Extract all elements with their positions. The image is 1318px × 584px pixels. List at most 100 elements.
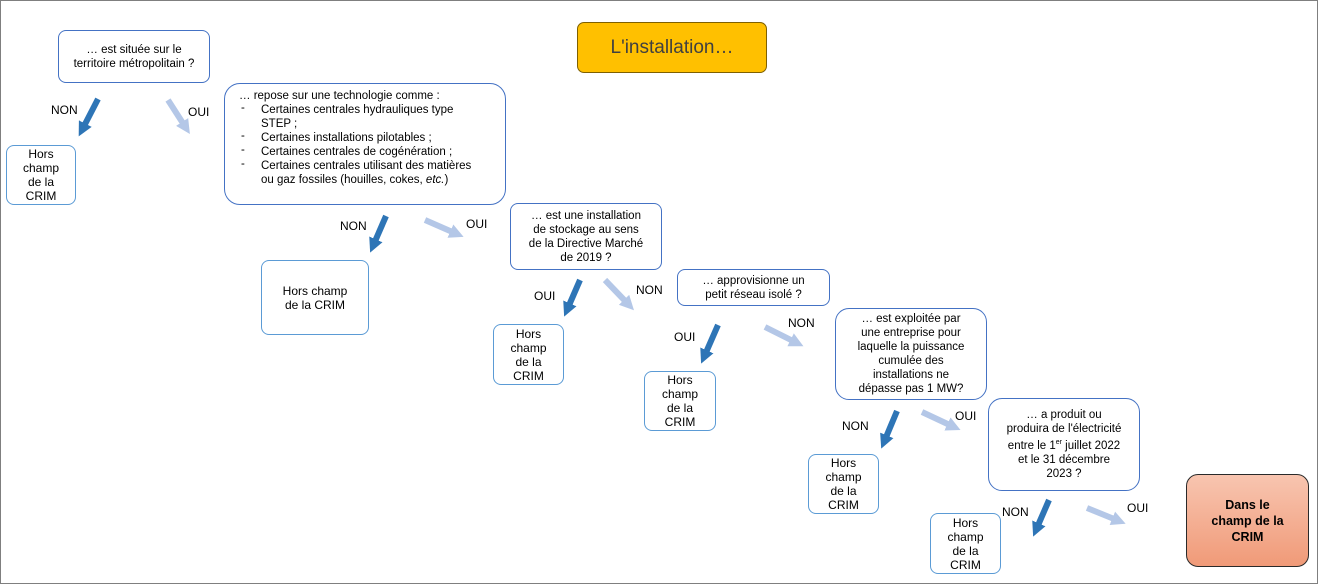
outcome-line: champ: [825, 470, 862, 484]
question-isolated-grid-line: petit réseau isolé ?: [705, 288, 802, 301]
label-oui: OUI: [466, 217, 488, 231]
arrow-q6-non: [1032, 498, 1052, 537]
technology-item-italic: etc.: [425, 174, 445, 186]
outcome-line: de la: [830, 484, 857, 498]
label-non: NON: [51, 103, 78, 117]
outcome-out-of-scope: Hors champ de la CRIM: [261, 260, 369, 335]
technology-item-text: ): [444, 174, 449, 186]
question-production-sup: er: [1055, 439, 1062, 447]
outcome-line: Hors champ: [282, 283, 348, 298]
outcome-out-of-scope: Hors champ de la CRIM: [6, 145, 76, 205]
technology-item: Certaines centrales hydrauliques type ST…: [239, 101, 495, 131]
outcome-line: CRIM: [664, 415, 696, 429]
question-production-period: … a produit ou produira de l'électricité…: [988, 398, 1140, 491]
question-metropolitan-line: territoire métropolitain ?: [73, 57, 195, 70]
question-production-text: entre le 1: [1007, 439, 1056, 452]
label-oui: OUI: [534, 289, 556, 303]
question-production-line: entre le 1er juillet 2022: [1007, 436, 1122, 453]
question-isolated-grid-line: … approvisionne un: [702, 274, 805, 287]
final-line: champ de la: [1211, 513, 1284, 528]
final-line: CRIM: [1231, 529, 1264, 544]
technology-item: Certaines centrales utilisant des matièr…: [239, 157, 495, 187]
technology-item-text: ou gaz fossiles (houilles, cokes,: [261, 174, 426, 186]
arrow-q4-non: [763, 324, 804, 347]
technology-list: Certaines centrales hydrauliques type ST…: [239, 101, 495, 187]
outcome-line: Hors: [515, 326, 542, 341]
outcome-line: champ: [22, 161, 60, 175]
label-oui: OUI: [674, 330, 696, 344]
outcome-line: Hors: [667, 373, 693, 387]
label-oui: OUI: [955, 409, 977, 423]
outcome-line: champ: [947, 529, 984, 544]
question-production-line: … a produit ou: [1026, 409, 1102, 422]
diagram-title: L'installation…: [577, 22, 767, 73]
outcome-line: champ: [661, 387, 699, 401]
question-metropolitan-line: … est située sur le: [86, 43, 182, 56]
arrow-q6-oui: [1085, 505, 1126, 525]
label-oui: OUI: [188, 105, 210, 119]
question-technology-intro: … repose sur une technologie comme :: [239, 90, 440, 102]
question-storage: … est une installation de stockage au se…: [510, 203, 662, 270]
question-power-threshold: … est exploitée par une entreprise pour …: [835, 308, 987, 400]
outcome-line: CRIM: [950, 557, 981, 572]
technology-item-line: Certaines centrales de cogénération ;: [261, 146, 453, 158]
outcome-line: Hors: [830, 456, 857, 470]
outcome-out-of-scope: Hors champ de la CRIM: [644, 371, 716, 431]
question-power-line: installations ne: [872, 369, 950, 381]
technology-item: Certaines installations pilotables ;: [239, 129, 495, 145]
outcome-line: de la: [27, 175, 55, 189]
outcome-line: CRIM: [25, 189, 57, 203]
technology-item-line: ou gaz fossiles (houilles, cokes, etc.): [261, 173, 495, 187]
outcome-line: de la: [952, 543, 979, 558]
outcome-out-of-scope: Hors champ de la CRIM: [493, 324, 564, 385]
arrow-q5-non: [880, 409, 900, 449]
question-storage-line: … est une installation: [531, 209, 641, 222]
outcome-line: CRIM: [513, 368, 544, 383]
technology-item-line: Certaines installations pilotables ;: [261, 132, 432, 144]
label-non: NON: [842, 419, 869, 433]
final-line: Dans le: [1225, 497, 1270, 512]
arrow-q1-non: [78, 97, 101, 137]
outcome-line: de la: [666, 401, 694, 415]
label-oui: OUI: [1127, 501, 1149, 515]
label-non: NON: [340, 219, 367, 233]
arrow-q2-non: [369, 214, 389, 253]
outcome-in-scope: Dans le champ de la CRIM: [1186, 474, 1309, 567]
outcome-line: Hors: [28, 147, 54, 161]
outcome-line: CRIM: [828, 498, 859, 512]
technology-item-line: Certaines centrales utilisant des matièr…: [261, 160, 472, 172]
technology-item-line: Certaines centrales hydrauliques type: [261, 104, 454, 116]
outcome-line: de la CRIM: [284, 297, 346, 312]
question-production-line: 2023 ?: [1046, 467, 1082, 480]
outcome-line: Hors: [952, 515, 979, 530]
arrow-q3-non: [602, 277, 634, 311]
technology-item-line: STEP ;: [261, 118, 298, 130]
label-non: NON: [788, 316, 815, 330]
question-production-text: juillet 2022: [1061, 439, 1121, 452]
question-power-line: … est exploitée par: [861, 313, 961, 325]
question-power-line: une entreprise pour: [861, 327, 961, 339]
arrow-q4-oui: [700, 323, 721, 364]
arrow-q3-oui: [563, 278, 583, 317]
outcome-out-of-scope: Hors champ de la CRIM: [808, 454, 879, 514]
arrow-q5-oui: [920, 409, 961, 431]
label-non: NON: [1002, 505, 1029, 519]
outcome-out-of-scope: Hors champ de la CRIM: [930, 513, 1001, 574]
question-storage-line: de la Directive Marché: [528, 237, 644, 250]
outcome-line: champ: [510, 340, 547, 355]
technology-item: Certaines centrales de cogénération ;: [239, 143, 495, 159]
question-power-line: laquelle la puissance: [857, 341, 965, 353]
question-production-line: produira de l'électricité: [1006, 423, 1122, 436]
label-non: NON: [636, 283, 663, 297]
arrow-q2-oui: [423, 217, 464, 238]
question-technology: … repose sur une technologie comme : Cer…: [224, 83, 506, 205]
question-storage-line: de stockage au sens: [533, 223, 639, 236]
arrow-q1-oui: [165, 98, 190, 135]
question-storage-line: de 2019 ?: [560, 251, 612, 264]
question-power-line: cumulée des: [878, 355, 944, 367]
question-production-line: et le 31 décembre: [1017, 453, 1111, 466]
question-metropolitan: … est située sur le territoire métropoli…: [58, 30, 210, 83]
question-isolated-grid: … approvisionne un petit réseau isolé ?: [677, 269, 830, 306]
outcome-line: de la: [515, 354, 542, 369]
